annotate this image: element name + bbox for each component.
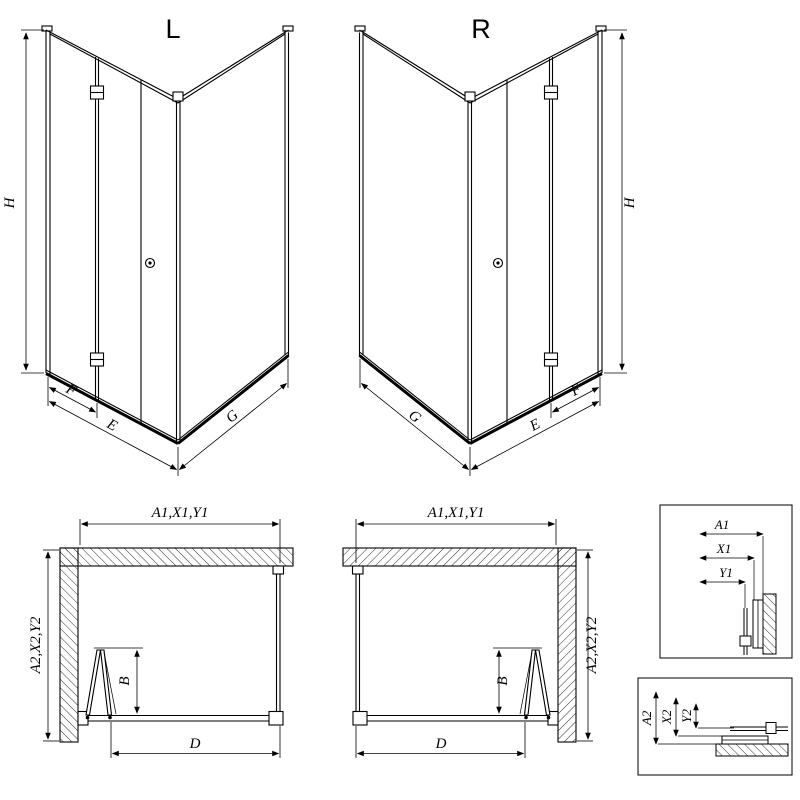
detail-bottom-y2-label: Y2 xyxy=(679,709,694,723)
iso-right-title: R xyxy=(471,14,491,44)
detail-bottom-view: A2 X2 Y2 xyxy=(637,677,793,776)
plan-left-depth-label: A2,X2,Y2 xyxy=(28,616,44,674)
plan-right-geometry xyxy=(343,519,593,758)
plan-left-width-label: A1,X1,Y1 xyxy=(151,505,209,521)
plan-right-entry-label: D xyxy=(435,736,447,752)
detail-top-x1-label: X1 xyxy=(716,541,731,556)
detail-bottom-x2-label: X2 xyxy=(659,709,674,725)
detail-bottom-frame xyxy=(637,677,793,776)
plan-right-width-label: A1,X1,Y1 xyxy=(427,505,485,521)
iso-right-geometry xyxy=(355,26,627,476)
detail-top-clamp xyxy=(739,635,752,647)
iso-left-side-label: G xyxy=(223,407,242,426)
iso-right-view: R H G E F xyxy=(355,14,638,476)
plan-left-fold-label: B xyxy=(117,676,133,685)
iso-left-geometry xyxy=(21,26,293,476)
plan-right-fold-label: B xyxy=(495,676,511,685)
detail-top-frame xyxy=(659,504,793,659)
iso-left-height-label: H xyxy=(2,196,18,209)
iso-left-view: L H F E G xyxy=(2,14,293,476)
detail-top-view: A1 X1 Y1 xyxy=(659,504,793,659)
iso-right-height-label: H xyxy=(622,196,638,209)
plan-right-depth-label: A2,X2,Y2 xyxy=(584,616,600,674)
plan-left-geometry xyxy=(43,519,293,758)
iso-left-title: L xyxy=(165,14,180,44)
detail-top-a1-label: A1 xyxy=(714,517,729,532)
detail-top-wall-section xyxy=(762,593,777,655)
detail-bottom-clamp xyxy=(765,722,777,734)
detail-bottom-wall-section xyxy=(715,743,789,757)
plan-left-view: A1,X1,Y1 A2,X2,Y2 B D xyxy=(28,505,293,758)
plan-right-view: A1,X1,Y1 A2,X2,Y2 B D xyxy=(343,505,600,758)
iso-right-side-label: G xyxy=(405,407,424,426)
plan-left-entry-label: D xyxy=(189,736,201,752)
detail-top-y1-label: Y1 xyxy=(719,565,733,580)
detail-bottom-a2-label: A2 xyxy=(639,710,654,726)
